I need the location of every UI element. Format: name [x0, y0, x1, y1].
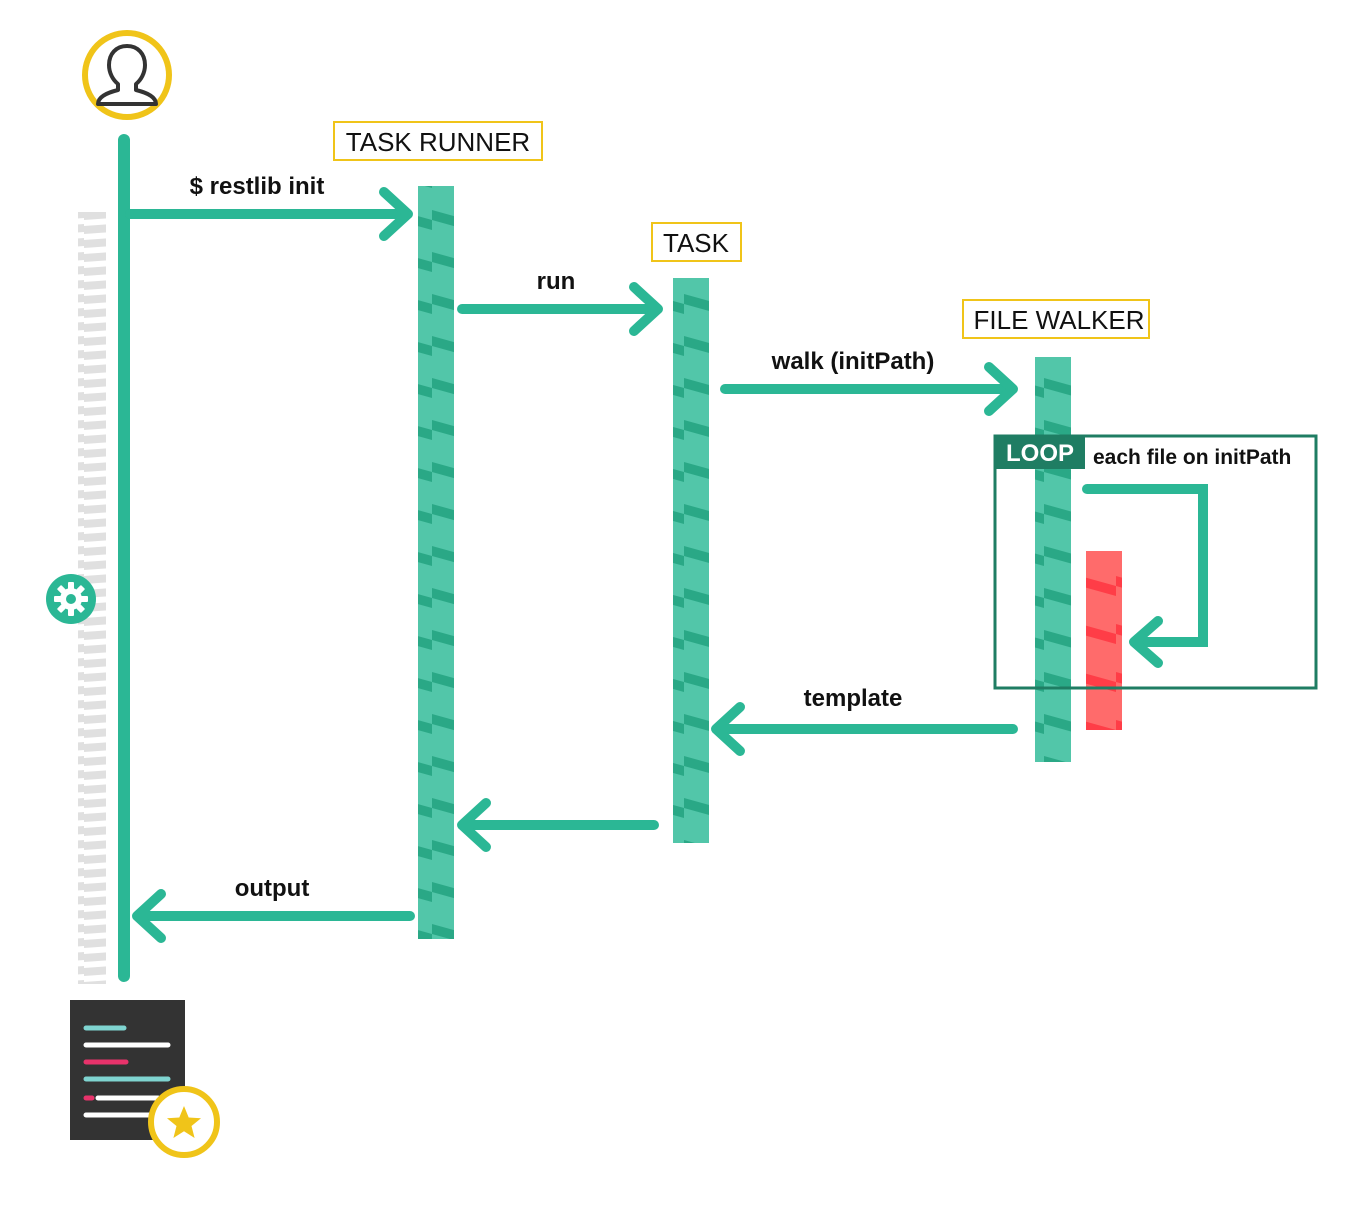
message-output: output [132, 875, 415, 943]
message-template-label: template [804, 685, 903, 712]
participant-task: TASK [651, 222, 742, 262]
alert-activation [1086, 551, 1122, 730]
star-icon [148, 1086, 220, 1158]
message-output-label: output [235, 875, 310, 902]
message-restlib-init: $ restlib init [125, 173, 413, 241]
message-restlib-init-label: $ restlib init [190, 173, 325, 200]
document-icon [70, 1000, 185, 1140]
participant-file-walker-label: FILE WALKER [974, 305, 1145, 335]
user-icon [82, 30, 172, 120]
message-run-label: run [537, 268, 576, 295]
participant-task-runner-label: TASK RUNNER [346, 127, 530, 157]
message-run: run [457, 268, 663, 336]
message-walk-label: walk (initPath) [771, 348, 935, 375]
message-self-loop [1082, 484, 1208, 668]
file-walker-activation [1035, 357, 1071, 762]
participant-file-walker: FILE WALKER [962, 299, 1150, 339]
task-activation [673, 278, 709, 843]
loop-frame: LOOP each file on initPath [993, 434, 1318, 690]
loop-label-box [995, 436, 1085, 469]
message-template: template [711, 685, 1018, 756]
participant-task-label: TASK [663, 228, 730, 258]
participant-task-runner: TASK RUNNER [333, 121, 543, 161]
message-return-task [457, 798, 659, 852]
gear-icon [46, 574, 96, 624]
task-runner-activation [418, 186, 454, 939]
message-walk: walk (initPath) [720, 348, 1018, 416]
loop-condition: each file on initPath [1093, 446, 1291, 469]
loop-label: LOOP [1006, 440, 1074, 467]
